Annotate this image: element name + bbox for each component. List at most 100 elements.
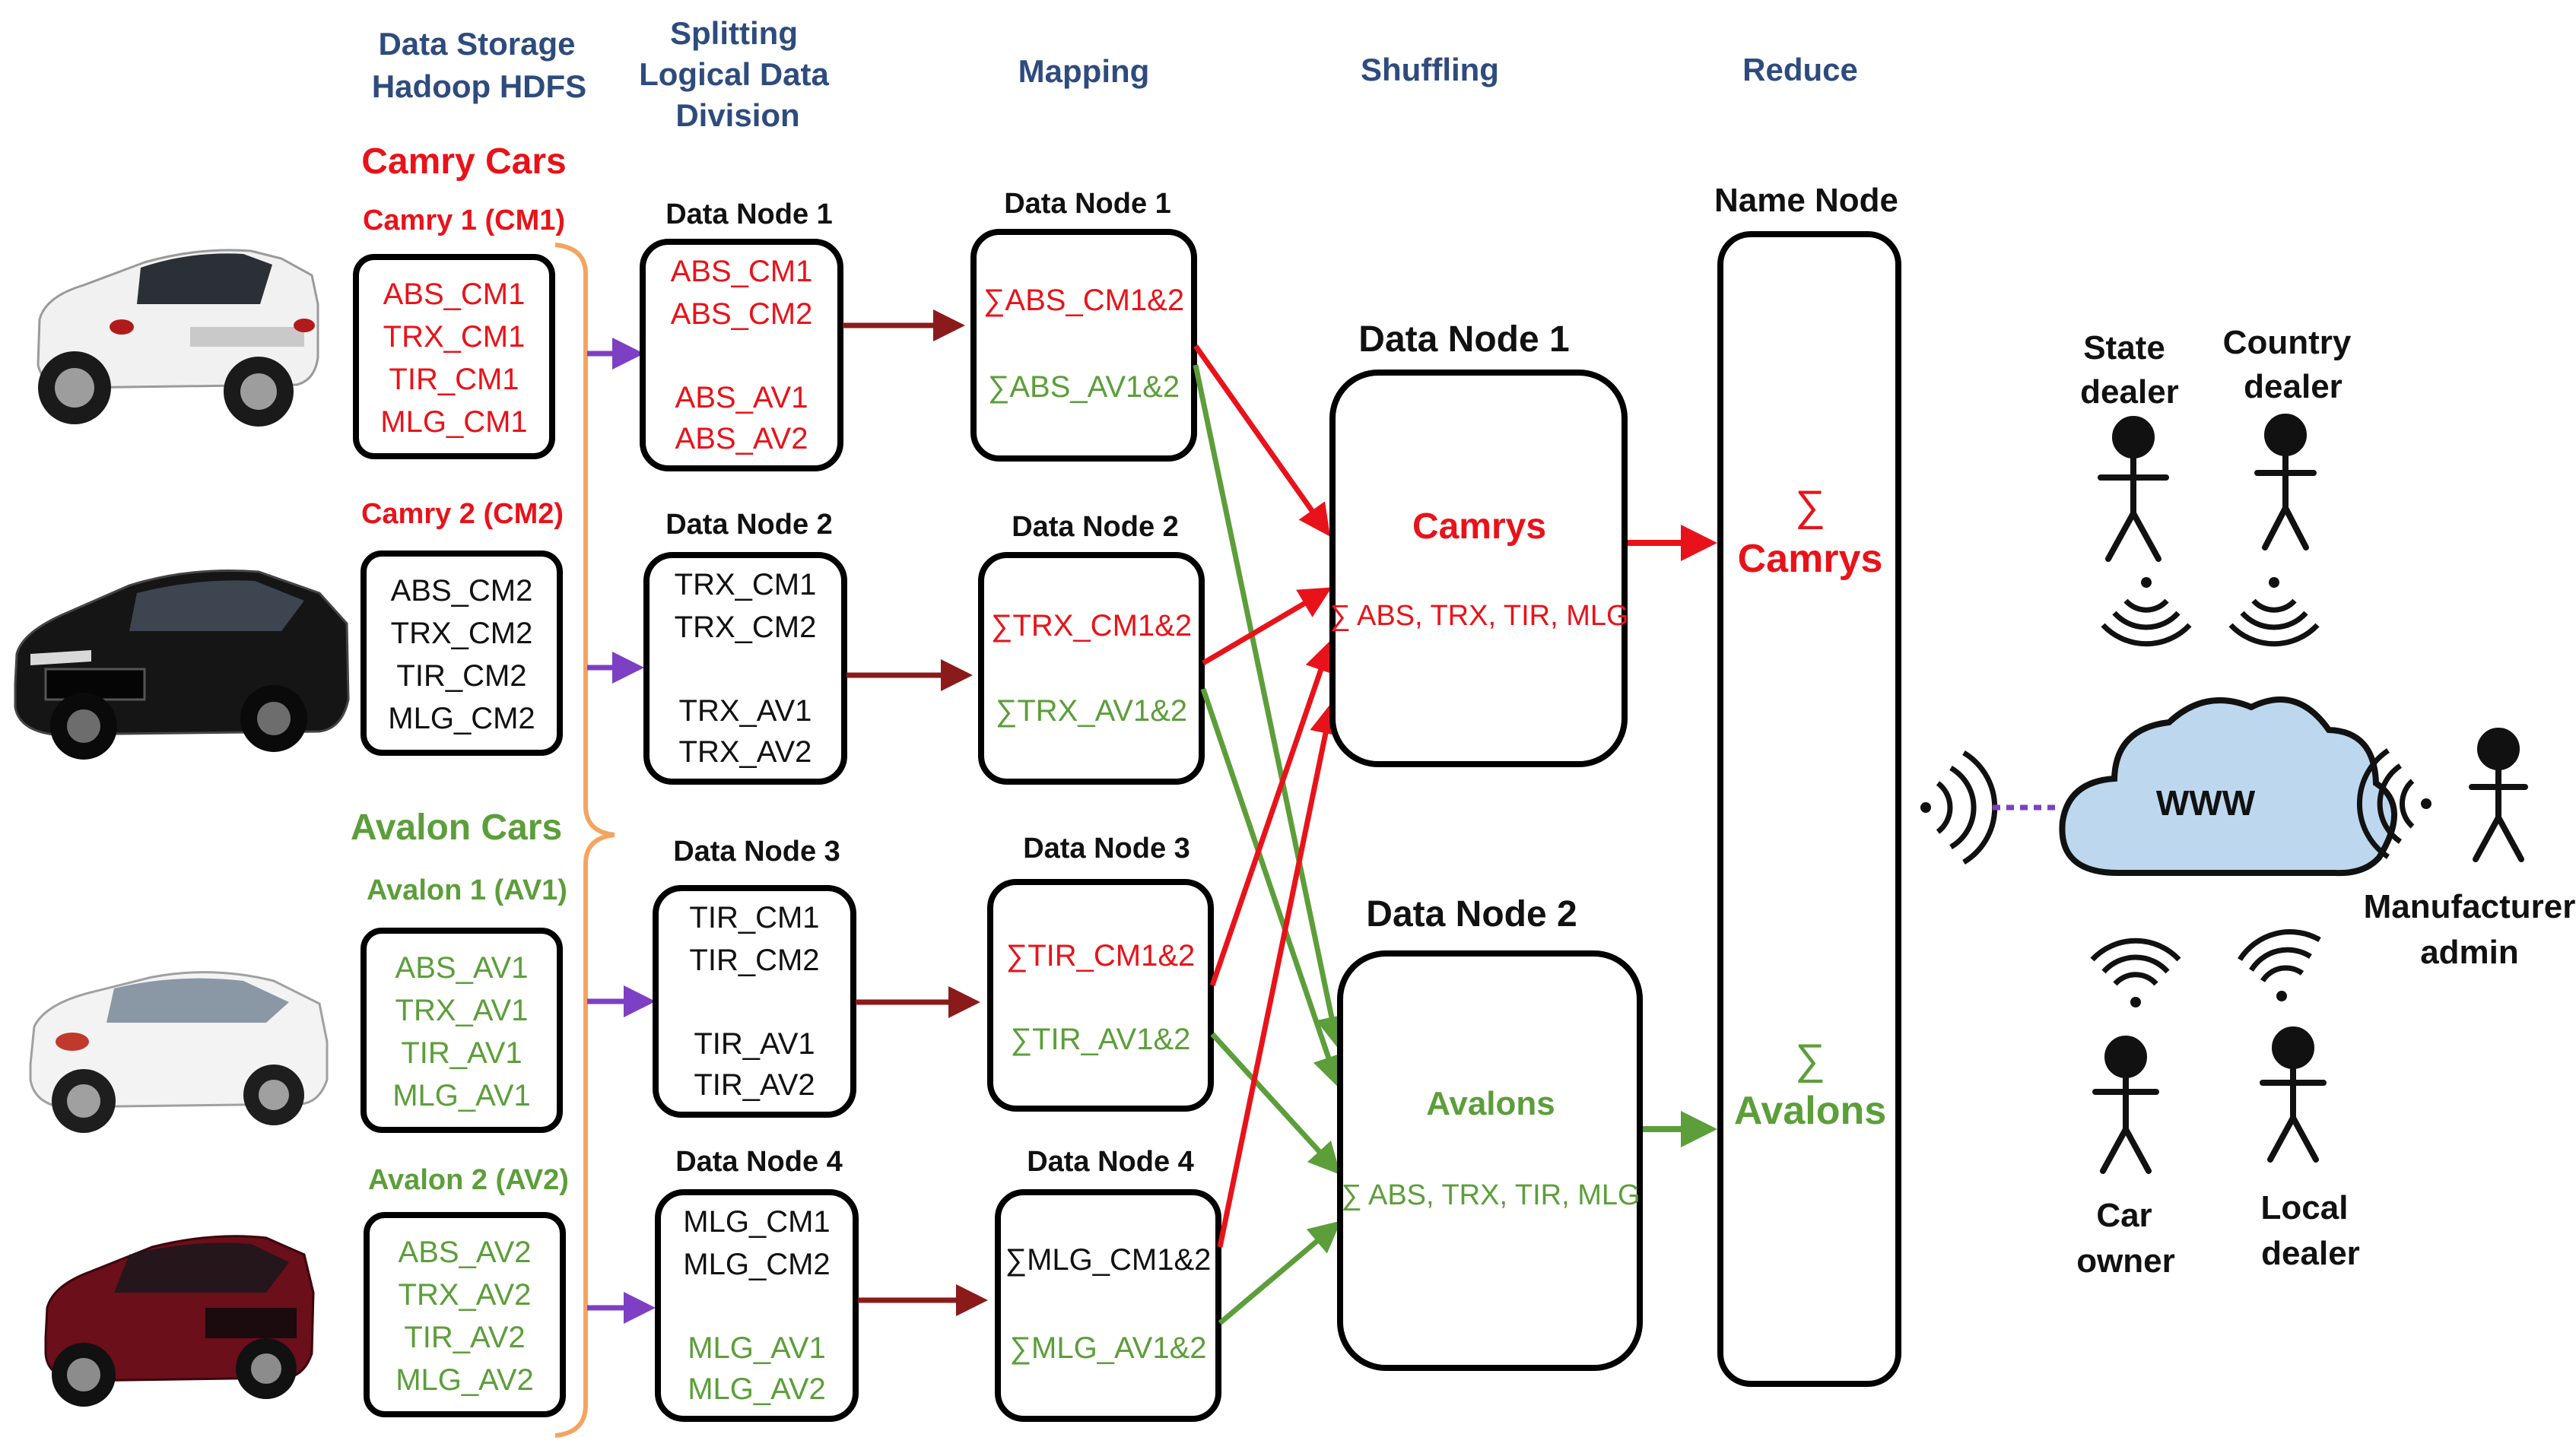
map-avalon-sum: ∑MLG_AV1&2: [1009, 1331, 1206, 1365]
white-avalon-car: [29, 971, 329, 1133]
map-camry-sum: ∑ABS_CM1&2: [983, 284, 1184, 317]
maroon-avalon-car: [44, 1235, 315, 1407]
storage-car-label-cm1: Camry 1 (CM1): [363, 205, 565, 236]
local-dealer-person-icon: [2260, 1026, 2327, 1163]
storage-item: TRX_AV1: [395, 994, 529, 1027]
map-avalon-sum: ∑ABS_AV1&2: [988, 370, 1180, 404]
split-item: TIR_AV2: [694, 1068, 815, 1102]
right-wireless-icon: [2356, 748, 2431, 859]
shuffle-arrow-camry: [1202, 587, 1332, 666]
map-avalon-sum: ∑TIR_AV1&2: [1011, 1023, 1191, 1056]
state-dealer-person-icon: [2098, 416, 2169, 562]
country-dealer-signal-icon: [2228, 577, 2320, 647]
column-headers: Data Storage Hadoop HDFS Splitting Logic…: [372, 15, 1858, 133]
shuffle-node-detail: ∑ ABS, TRX, TIR, MLG: [1341, 1179, 1640, 1211]
storage-box-av1: ABS_AV1 TRX_AV1 TIR_AV1 MLG_AV1: [361, 928, 563, 1133]
storage-box-cm1: ABS_CM1 TRX_CM1 TIR_CM1 MLG_CM1: [353, 254, 555, 459]
header-reduce: Reduce: [1742, 52, 1858, 87]
split-item: TRX_CM2: [675, 611, 817, 644]
storage-car-label-av1: Avalon 1 (AV1): [367, 874, 567, 906]
split-item: TIR_CM1: [689, 901, 819, 934]
split-node-2: TRX_CM1 TRX_CM2 TRX_AV1 TRX_AV2: [643, 552, 847, 785]
name-node-avalons: Avalons: [1734, 1089, 1886, 1133]
shuffle-arrow-avalon: [1200, 687, 1344, 1088]
storage-item: ABS_AV1: [395, 951, 529, 985]
map-camry-sum: ∑TIR_CM1&2: [1006, 939, 1196, 972]
camry-cars-label: Camry Cars: [361, 141, 566, 182]
split-item: TRX_AV1: [679, 694, 812, 728]
split-item: MLG_CM1: [683, 1205, 830, 1239]
header-mapping: Mapping: [1018, 53, 1150, 89]
storage-item: MLG_CM2: [388, 702, 535, 735]
storage-item: MLG_CM1: [380, 405, 527, 439]
local-dealer-label-1: Local: [2261, 1189, 2349, 1226]
split-item: TRX_CM1: [675, 568, 817, 601]
shuffle-node-detail: ∑ ABS, TRX, TIR, MLG: [1329, 600, 1628, 632]
name-node-camrys: Camrys: [1738, 537, 1883, 581]
car-owner-label-2: owner: [2076, 1242, 2175, 1280]
country-dealer-label-1: Country: [2223, 324, 2352, 361]
map-node-title: Data Node 3: [1023, 833, 1190, 865]
header-shuffling: Shuffling: [1361, 52, 1499, 87]
storage-item: TIR_CM2: [396, 659, 526, 693]
split-item: ABS_AV1: [675, 381, 808, 414]
map-node-4: ∑MLG_CM1&2 ∑MLG_AV1&2: [995, 1189, 1221, 1422]
split-item: MLG_AV2: [688, 1372, 826, 1406]
map-node-1: ∑ABS_CM1&2 ∑ABS_AV1&2: [970, 229, 1197, 462]
country-dealer-label-2: dealer: [2244, 368, 2343, 405]
map-node-3: ∑TIR_CM1&2 ∑TIR_AV1&2: [987, 879, 1214, 1112]
map-node-2: ∑TRX_CM1&2 ∑TRX_AV1&2: [978, 552, 1205, 785]
split-item: ABS_AV2: [675, 422, 808, 455]
map-camry-sum: ∑TRX_CM1&2: [991, 609, 1192, 643]
map-node-title: Data Node 1: [1004, 188, 1171, 220]
shuffle-arrow-avalon: [1193, 364, 1348, 1049]
shuffle-arrow-camry: [1217, 702, 1342, 1248]
car-owner-person-icon: [2092, 1036, 2159, 1174]
header-split-line3: Division: [675, 97, 799, 133]
storage-item: TRX_CM2: [391, 617, 533, 650]
storage-box-av2: ABS_AV2 TRX_AV2 TIR_AV2 MLG_AV2: [364, 1212, 566, 1417]
shuffle-arrow-camry: [1209, 639, 1336, 987]
storage-item: MLG_AV1: [392, 1079, 531, 1112]
storage-item: TIR_CM1: [389, 363, 519, 396]
country-dealer-person-icon: [2254, 414, 2317, 550]
split-item: MLG_AV1: [688, 1331, 826, 1365]
avalon-brace: [554, 833, 615, 1438]
header-split-line1: Splitting: [670, 15, 798, 51]
storage-item: ABS_CM2: [391, 574, 533, 608]
storage-item: ABS_AV2: [399, 1236, 532, 1269]
manufacturer-admin-label-2: admin: [2420, 934, 2519, 971]
shuffle-arrow-avalon: [1218, 1220, 1342, 1325]
shuffle-arrow-avalon: [1210, 1032, 1341, 1176]
split-node-title: Data Node 3: [673, 836, 840, 868]
split-node-title: Data Node 4: [675, 1146, 843, 1178]
name-node-title: Name Node: [1714, 182, 1898, 219]
name-node: ∑ Camrys ∑ Avalons: [1717, 231, 1901, 1387]
car-owner-label-1: Car: [2096, 1197, 2152, 1234]
manufacturer-admin-person-icon: [2469, 728, 2528, 862]
header-storage-line2: Hadoop HDFS: [372, 68, 586, 104]
storage-car-label-cm2: Camry 2 (CM2): [361, 498, 564, 530]
header-split-line2: Logical Data: [639, 56, 829, 92]
split-node-title: Data Node 1: [665, 198, 833, 230]
map-avalon-sum: ∑TRX_AV1&2: [996, 694, 1187, 728]
local-dealer-label-2: dealer: [2261, 1235, 2360, 1272]
storage-car-label-av2: Avalon 2 (AV2): [368, 1164, 569, 1196]
storage-item: TIR_AV2: [404, 1321, 525, 1354]
split-item: ABS_CM1: [671, 255, 813, 288]
storage-item: MLG_AV2: [395, 1363, 534, 1397]
state-dealer-label-1: State: [2083, 329, 2165, 366]
state-dealer-signal-icon: [2101, 577, 2192, 647]
storage-item: ABS_CM1: [383, 278, 526, 311]
avalon-cars-label: Avalon Cars: [351, 807, 562, 848]
cloud-label: WWW: [2156, 783, 2256, 823]
left-wireless-icon: [1920, 750, 1998, 865]
shuffle-node-title: Data Node 1: [1358, 319, 1569, 360]
name-node-sigma-avalons: ∑: [1795, 1035, 1825, 1083]
camry-brace: [554, 243, 615, 837]
split-item: MLG_CM2: [683, 1248, 830, 1281]
shuffle-node-avalons: Avalons ∑ ABS, TRX, TIR, MLG: [1337, 950, 1643, 1371]
shuffle-node-title: Data Node 2: [1366, 894, 1577, 934]
map-camry-sum: ∑MLG_CM1&2: [1005, 1243, 1212, 1277]
storage-item: TRX_CM1: [383, 320, 526, 354]
